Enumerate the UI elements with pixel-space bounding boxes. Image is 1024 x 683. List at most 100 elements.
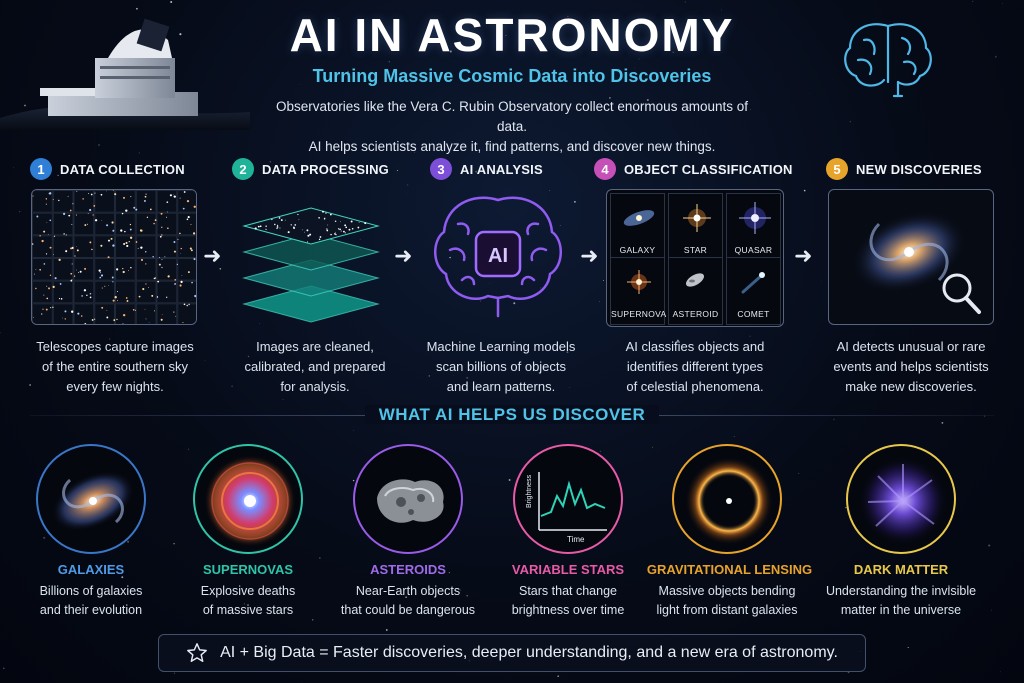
class-supernova-cell: SUPERNOVA [610, 257, 666, 325]
sky-star [122, 268, 124, 270]
variable-stars-axis-x: Time [567, 535, 585, 544]
sky-star [159, 235, 162, 238]
page-subtitle: Turning Massive Cosmic Data into Discove… [312, 66, 712, 86]
sky-star [160, 212, 163, 215]
sky-tile [156, 190, 178, 213]
sky-star [166, 296, 168, 298]
sky-star [130, 196, 132, 198]
sky-star [53, 235, 56, 237]
sky-star [76, 269, 78, 271]
class-asteroid-cell: ASTEROID [668, 257, 723, 325]
brain-icon [844, 23, 932, 98]
background-star [907, 646, 909, 649]
dark-matter-title: DARK MATTER [853, 562, 949, 577]
background-star [282, 399, 284, 401]
sky-star [173, 250, 176, 253]
sky-star [108, 285, 109, 286]
sky-tile [73, 212, 95, 236]
sky-star [186, 218, 189, 221]
sky-star [101, 220, 103, 221]
sky-star [148, 287, 149, 288]
step-1-description: Telescopes capture images of the entire … [20, 337, 210, 397]
sky-star [71, 278, 73, 280]
sky-star [43, 263, 46, 265]
gravitational-lensing-circle [672, 444, 782, 554]
background-star [385, 629, 388, 631]
sky-star [106, 224, 109, 227]
background-star [573, 200, 576, 203]
sky-star [129, 223, 132, 226]
sky-star [42, 308, 44, 310]
sky-star [84, 267, 87, 270]
step-5-header: 5 NEW DISCOVERIES [826, 158, 982, 180]
sky-star [147, 324, 149, 325]
step-4-desc-line-2: identifies different types [626, 359, 764, 374]
layer-star [290, 224, 292, 226]
sky-star [63, 212, 66, 215]
background-star [1002, 3, 1003, 4]
sky-star [76, 190, 78, 192]
step-1-image [31, 189, 197, 325]
sky-star [123, 243, 126, 245]
sky-star [132, 308, 135, 311]
class-label: COMET [737, 309, 770, 319]
sky-tile [94, 280, 115, 304]
layer-star [326, 229, 329, 232]
sky-star [161, 314, 163, 315]
sky-star [48, 192, 52, 195]
sky-star [89, 292, 92, 295]
layer-star [309, 233, 312, 236]
layer-star [277, 224, 279, 226]
sky-star [179, 232, 181, 235]
step-4-header: 4 OBJECT CLASSIFICATION [594, 158, 793, 180]
step-5-desc-line-1: AI detects unusual or rare [836, 339, 986, 354]
intro-text: Observatories like the Vera C. Rubin Obs… [262, 97, 762, 157]
layer-star [293, 227, 295, 230]
ai-chip-label: AI [488, 245, 508, 267]
sky-star [153, 277, 155, 280]
background-star [3, 667, 5, 670]
sky-star [112, 281, 114, 283]
sky-star [117, 299, 118, 301]
sky-tile [73, 258, 95, 281]
class-comet-cell: COMET [726, 257, 781, 325]
dark-matter-desc-line-1: Understanding the invisible [825, 584, 977, 598]
sky-star [41, 239, 44, 243]
sky-star [153, 222, 155, 225]
sky-star [84, 323, 87, 324]
layer-star [358, 222, 360, 223]
sky-tile [52, 258, 74, 281]
supernovas-desc-line-1: Explosive deaths [200, 584, 296, 598]
sky-star [167, 275, 170, 278]
sky-star [59, 283, 62, 285]
step-4-desc-line-3: of celestial phenomena. [626, 379, 764, 394]
sky-star [64, 310, 67, 313]
sky-star [173, 241, 176, 244]
layer-star [307, 234, 310, 237]
data-layers-illustration [242, 207, 380, 323]
page-title: AI IN ASTRONOMY [289, 9, 735, 61]
layer-star [318, 216, 320, 219]
footer-banner: AI + Big Data = Faster discoveries, deep… [158, 634, 866, 672]
layer-star [326, 228, 328, 230]
sky-star [70, 247, 73, 250]
sky-star [190, 224, 192, 226]
sky-star [142, 287, 145, 291]
sky-tile [156, 258, 178, 281]
sky-star [104, 285, 106, 287]
sky-star [167, 227, 169, 230]
sky-star [188, 303, 190, 306]
sky-star [122, 323, 124, 324]
intro-line-1: Observatories like the Vera C. Rubin Obs… [276, 99, 748, 134]
sky-star [195, 322, 196, 324]
sky-star [151, 294, 154, 297]
layer-star [351, 227, 354, 230]
arrow-right-icon: ➜ [794, 243, 813, 268]
sky-star [166, 216, 168, 218]
galaxies-description: Billions of galaxies and their evolution [6, 582, 176, 620]
dark-matter-circle [846, 444, 956, 554]
galaxies-title: GALAXIES [57, 562, 125, 577]
sky-star [124, 230, 126, 233]
layer-star [276, 226, 279, 228]
background-star [809, 92, 810, 94]
